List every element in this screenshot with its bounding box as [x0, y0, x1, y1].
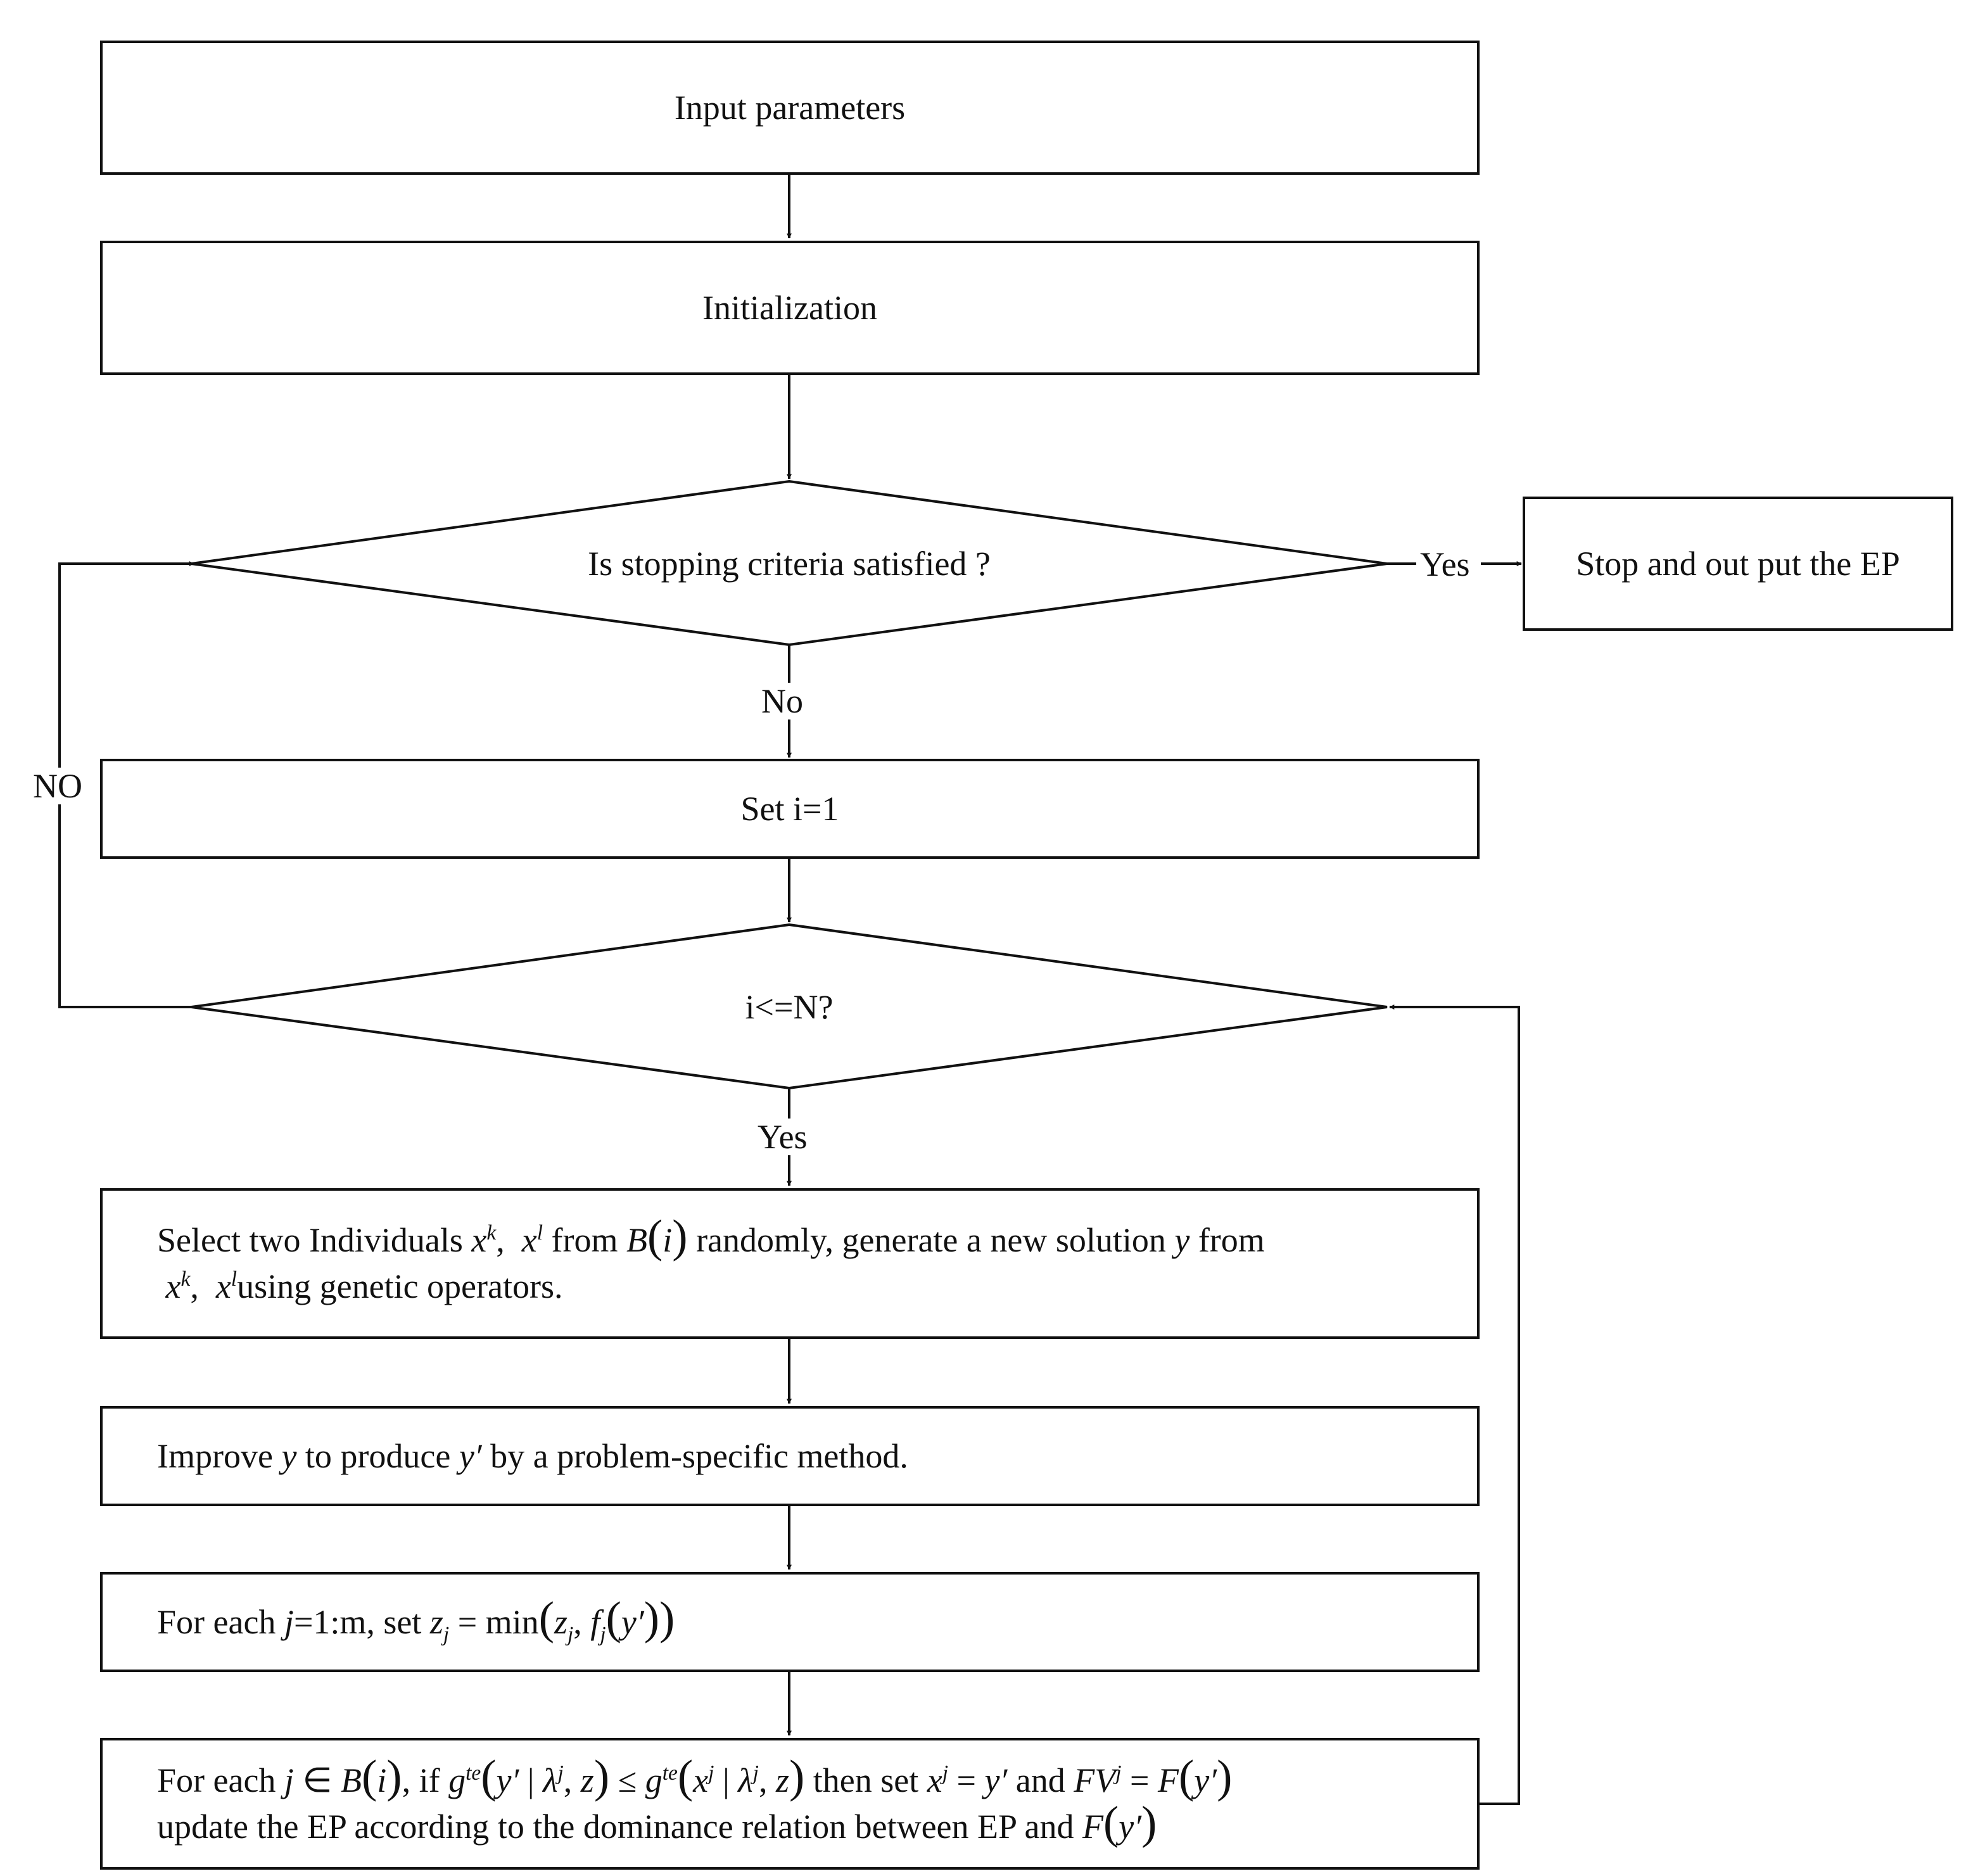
- set-i-box: Set i=1: [100, 759, 1480, 859]
- update-neighbors-box: For each j ∈ B(i), if gte(y′ | λj, z) ≤ …: [100, 1738, 1480, 1870]
- edge-loop-back-to-condition: [1389, 1005, 1520, 1805]
- loop-condition-label: i<=N?: [745, 988, 834, 1026]
- stop-output-label: Stop and out put the EP: [1576, 544, 1900, 583]
- initialization-box: Initialization: [100, 241, 1480, 375]
- initialization-label: Initialization: [702, 288, 877, 327]
- edge-label-yes-loop: Yes: [754, 1119, 811, 1155]
- improve-solution-box: Improve y to produce y′ by a problem-spe…: [100, 1406, 1480, 1506]
- update-reference-box: For each j=1:m, set zj = min(zj, fj(y′)): [100, 1572, 1480, 1672]
- edge-label-no-exit: NO: [29, 768, 86, 804]
- set-i-label: Set i=1: [740, 789, 839, 828]
- update-reference-text: For each j=1:m, set zj = min(zj, fj(y′)): [157, 1592, 675, 1646]
- stop-output-box: Stop and out put the EP: [1523, 497, 1953, 631]
- stopping-criteria-label: Is stopping criteria satisfied ?: [588, 545, 991, 583]
- select-individuals-text: Select two Individuals xk, xl from B(i) …: [157, 1210, 1265, 1305]
- edge-label-yes-stop: Yes: [1416, 546, 1474, 583]
- improve-solution-text: Improve y to produce y′ by a problem-spe…: [157, 1436, 908, 1475]
- input-parameters-label: Input parameters: [674, 88, 906, 127]
- update-neighbors-text: For each j ∈ B(i), if gte(y′ | λj, z) ≤ …: [157, 1751, 1233, 1848]
- input-parameters-box: Input parameters: [100, 41, 1480, 175]
- select-individuals-box: Select two Individuals xk, xl from B(i) …: [100, 1188, 1480, 1339]
- edge-label-no-continue: No: [758, 683, 807, 719]
